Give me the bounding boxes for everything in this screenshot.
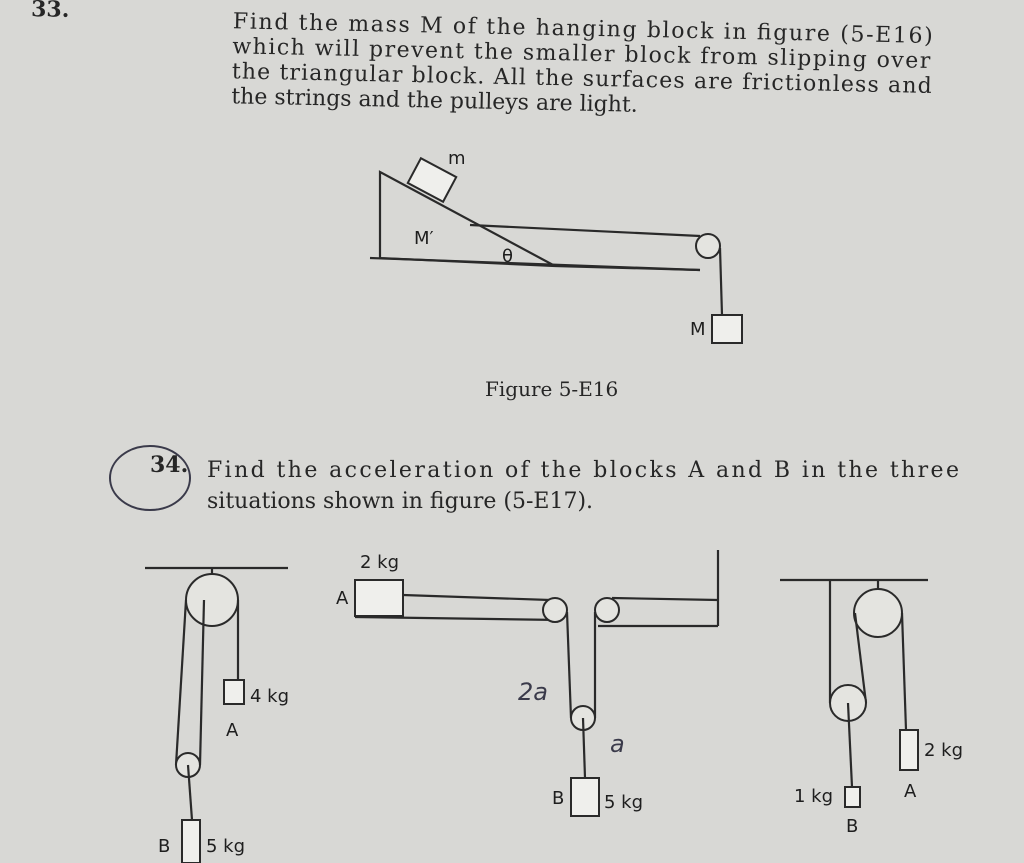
question-33: 33. Find the mass M of the hanging block… (31, 0, 933, 118)
string (186, 764, 194, 821)
block-A (899, 729, 919, 771)
string (581, 717, 587, 779)
question-text-line: Find the acceleration of the blocks A an… (207, 458, 959, 483)
hanging-block-M (711, 314, 743, 344)
label-A: A (904, 781, 917, 802)
label-M: M (690, 319, 706, 340)
triangular-block (378, 170, 556, 268)
question-number: 34. (150, 452, 188, 478)
long-block-base (554, 264, 701, 272)
small-block-m (406, 156, 458, 204)
string (853, 612, 868, 704)
mass-A: 2 kg (924, 740, 963, 761)
fixed-pulley (853, 588, 903, 638)
mass-A: 2 kg (360, 552, 399, 573)
block-A (354, 579, 404, 617)
mass-A: 4 kg (250, 686, 289, 707)
figure-b: 2 kg A B 5 kg 2a a (336, 550, 720, 817)
string (611, 596, 719, 602)
mass-B: 1 kg (794, 786, 833, 807)
handwritten-2a: 2a (518, 678, 548, 706)
question-number: 33. (31, 0, 70, 23)
block-B (570, 777, 600, 817)
string (174, 599, 188, 766)
string (402, 593, 551, 602)
label-M-prime: M′ (414, 228, 434, 249)
handwritten-circle (109, 445, 191, 511)
question-34: 34. Find the acceleration of the blocks … (109, 445, 959, 514)
handwritten-a: a (610, 730, 625, 758)
block-B (844, 786, 861, 808)
block-A (223, 679, 245, 705)
pulley (542, 597, 568, 623)
fixed-pulley (185, 573, 239, 627)
figure-caption: Figure 5-E16 (485, 377, 618, 401)
pulley (594, 597, 620, 623)
table (354, 615, 561, 622)
pulley (695, 233, 721, 259)
label-B: B (158, 836, 170, 857)
string (198, 599, 206, 766)
figure-a: 4 kg A B 5 kg (145, 566, 289, 863)
question-text-line: situations shown in figure (5-E17). (207, 489, 593, 514)
block-B (181, 819, 201, 863)
string (565, 611, 573, 719)
label-B: B (846, 816, 858, 837)
figure-5-e16: m M′ θ M Figure 5-E16 (369, 148, 743, 401)
figure-c: 2 kg A 1 kg B (780, 578, 963, 837)
label-m: m (448, 148, 466, 169)
string (469, 223, 701, 238)
label-B: B (552, 788, 564, 809)
string (900, 612, 908, 731)
string (718, 247, 724, 316)
label-A: A (336, 588, 349, 609)
mass-B: 5 kg (604, 792, 643, 813)
mass-B: 5 kg (206, 836, 245, 857)
string (846, 702, 854, 788)
label-theta: θ (502, 246, 513, 267)
label-A: A (226, 720, 239, 741)
